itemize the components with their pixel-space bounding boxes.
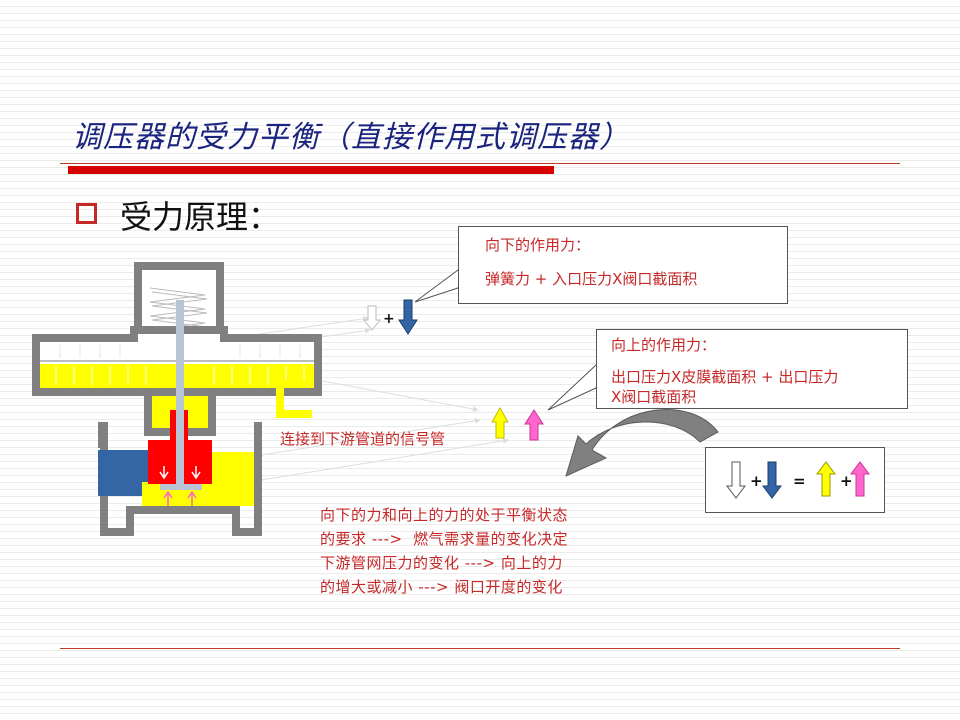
plus-sign: + bbox=[750, 472, 763, 490]
title-divider bbox=[60, 163, 900, 164]
pink-up-arrow-icon bbox=[850, 461, 870, 497]
footer-divider bbox=[60, 648, 900, 649]
inlet-down-arrows bbox=[159, 466, 201, 480]
plus-sign: + bbox=[383, 311, 395, 327]
down-force-arrows: + bbox=[362, 299, 418, 335]
yellow-up-arrow-icon bbox=[491, 406, 509, 439]
force-balance-equation: + = + bbox=[705, 447, 885, 513]
pink-up-arrow-icon bbox=[524, 409, 544, 441]
plus-sign: + bbox=[840, 472, 853, 490]
valve-disc bbox=[160, 484, 202, 490]
up-force-arrows bbox=[491, 406, 544, 441]
callout-up-tail bbox=[547, 363, 597, 411]
signal-pipe bbox=[276, 380, 312, 418]
white-down-arrow-icon bbox=[362, 305, 382, 331]
upward-force-callout: 向上的作用力： 出口压力X皮膜截面积 + 出口压力 X阀口截面积 bbox=[596, 329, 908, 409]
bullet-heading: 受力原理： bbox=[120, 198, 281, 236]
blue-down-arrow-icon bbox=[398, 299, 418, 335]
equals-sign: = bbox=[793, 472, 806, 490]
explanation-text: 向下的力和向上的力的处于平衡状态 的要求 ---> 燃气需求量的变化决定 下游管… bbox=[320, 503, 568, 599]
explanation-line-2: 的要求 ---> 燃气需求量的变化决定 bbox=[320, 530, 569, 548]
upward-force-heading: 向上的作用力： bbox=[611, 336, 717, 354]
callout-down-tail bbox=[414, 269, 459, 303]
upper-chamber-arrows bbox=[59, 345, 301, 358]
downward-force-formula: 弹簧力 + 入口压力X阀口截面积 bbox=[485, 270, 698, 288]
downward-force-heading: 向下的作用力： bbox=[485, 236, 591, 254]
bullet-square-icon bbox=[76, 203, 97, 224]
downward-force-callout: 向下的作用力： 弹簧力 + 入口压力X阀口截面积 bbox=[458, 226, 788, 304]
inlet-pipe-stub bbox=[98, 422, 108, 448]
signal-pipe-label: 连接到下游管道的信号管 bbox=[280, 430, 446, 448]
outlet-up-arrows bbox=[163, 490, 197, 506]
valve-stem bbox=[176, 300, 184, 486]
slide-title: 调压器的受力平衡（直接作用式调压器） bbox=[72, 120, 630, 155]
upward-force-formula-1: 出口压力X皮膜截面积 + 出口压力 bbox=[611, 368, 839, 386]
equation-graphic: + = + bbox=[726, 461, 870, 499]
curved-gray-arrow-icon bbox=[565, 408, 719, 477]
yellow-up-arrow-icon bbox=[816, 461, 836, 497]
explanation-line-4: 的增大或减小 ---> 阀口开度的变化 bbox=[320, 578, 563, 596]
blue-down-arrow-icon bbox=[762, 461, 782, 499]
explanation-line-1: 向下的力和向上的力的处于平衡状态 bbox=[320, 506, 569, 524]
upward-force-formula-2: X阀口截面积 bbox=[611, 388, 697, 406]
valve-body bbox=[100, 422, 262, 536]
title-accent-bar bbox=[68, 166, 554, 174]
explanation-line-3: 下游管网压力的变化 ---> 向上的力 bbox=[320, 554, 563, 572]
white-down-arrow-icon bbox=[726, 461, 746, 499]
